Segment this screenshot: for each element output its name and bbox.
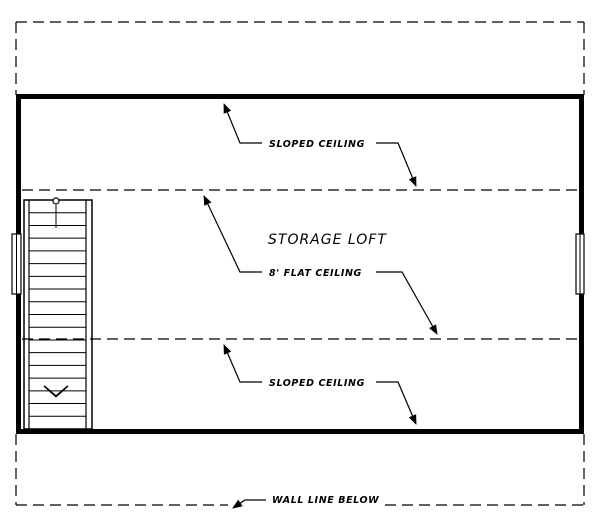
leader-upper-left: [223, 103, 262, 144]
lower-ceiling-label: SLOPED CEILING: [269, 378, 365, 389]
stair-down-arrow-icon-inner: [46, 388, 66, 398]
room-label: STORAGE LOFT: [268, 232, 387, 248]
stair: [23, 197, 93, 430]
flat-ceiling-label: 8' FLAT CEILING: [269, 268, 362, 279]
upper-ceiling-label: SLOPED CEILING: [269, 139, 365, 150]
leader-upper-right: [376, 142, 417, 187]
leader-middle-right: [376, 271, 438, 335]
leader-middle-left: [203, 195, 262, 273]
wall-line-note: WALL LINE BELOW: [272, 495, 379, 506]
stair-treads: [29, 212, 86, 417]
leader-wall-line: [232, 499, 266, 509]
wall-line-below-outline: [15, 21, 585, 506]
stair-start-marker: [52, 197, 60, 205]
leader-lower-left: [223, 344, 262, 383]
leader-lower-right: [376, 381, 417, 425]
